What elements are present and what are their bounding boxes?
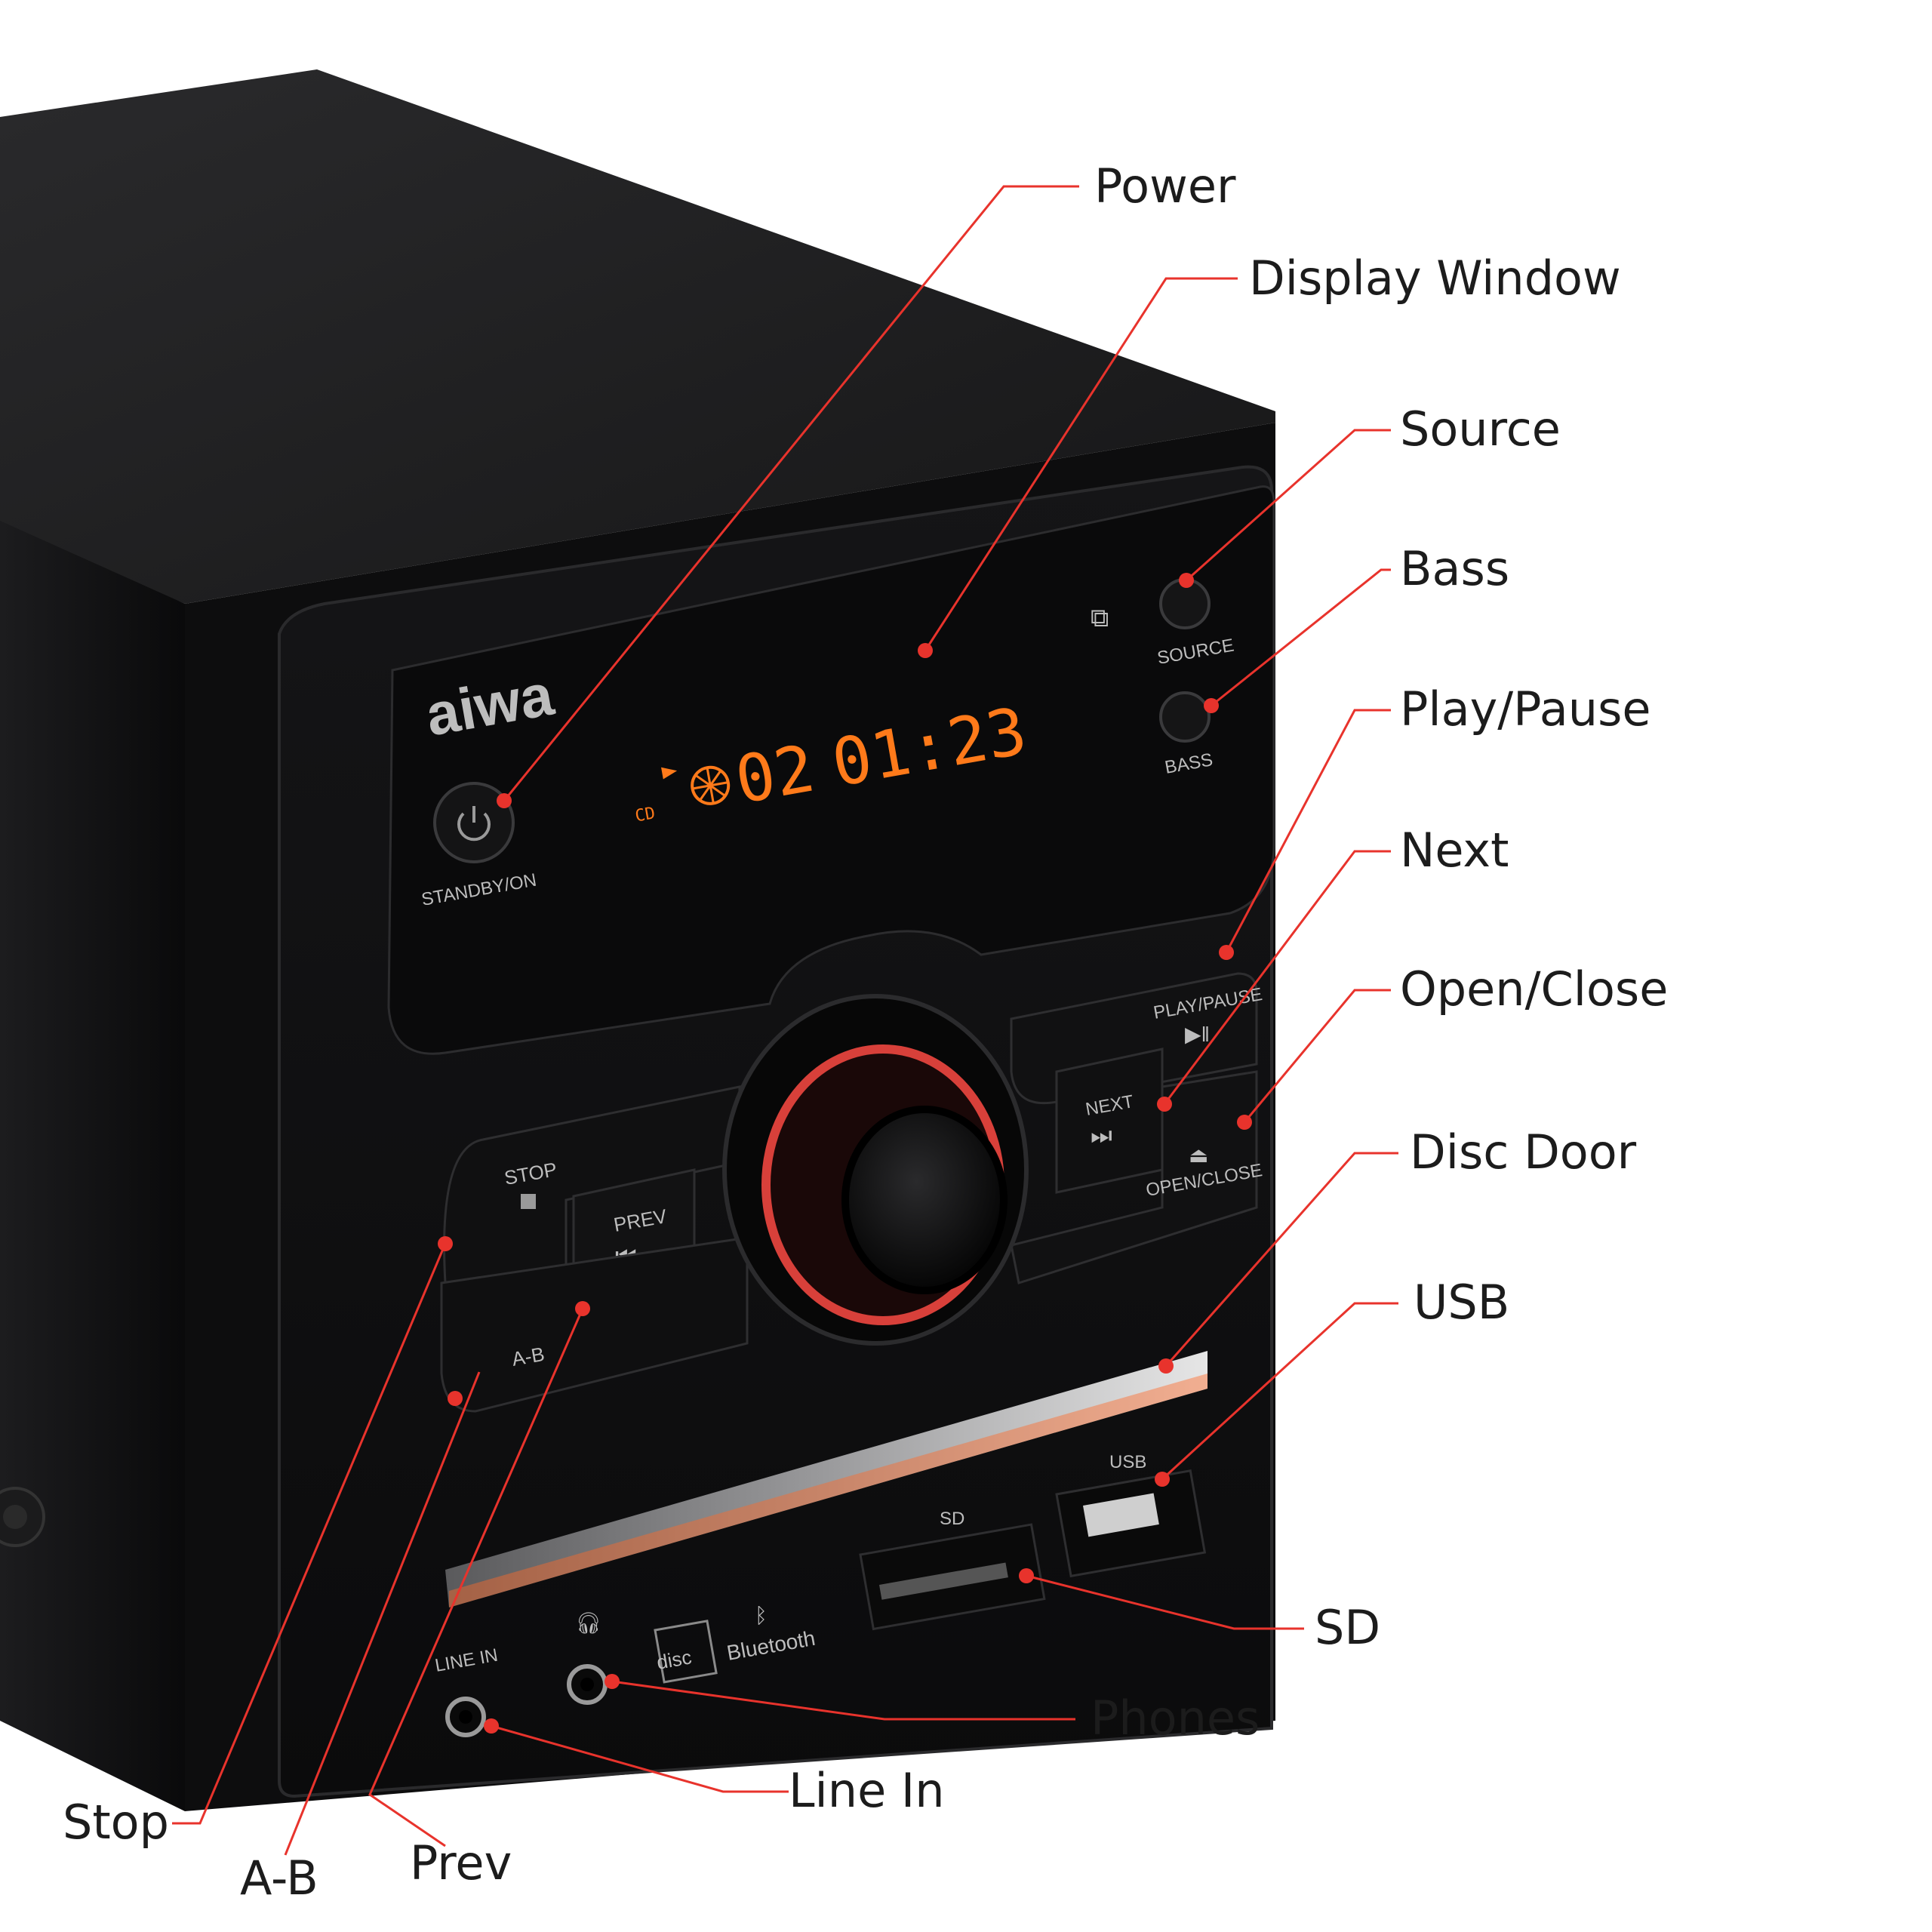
play-indicator-icon [661,767,678,780]
callout-labels: Power Display Window Source Bass Play/Pa… [63,158,1668,1906]
dot-bass [1204,698,1219,713]
callout-play-pause: Play/Pause [1400,681,1651,737]
lcd-source: CD [634,804,657,826]
top-panel [0,69,1275,604]
leader-lines [172,185,1398,1856]
dot-power [497,793,512,808]
eject-icon: ⏏ [1189,1143,1208,1167]
disc-spin-icon [691,765,731,805]
dot-usb [1155,1472,1170,1487]
side-screw-icon [0,1487,45,1547]
leader-bass [1211,568,1391,707]
open-close-button[interactable]: ⏏ OPEN/CLOSE [1010,1070,1264,1284]
line-in-jack[interactable] [445,1697,486,1737]
dot-stop [438,1236,453,1251]
dot-prev [575,1301,590,1316]
leader-next [1163,850,1391,1105]
callout-ab: A-B [240,1850,318,1906]
callout-power: Power [1094,158,1236,214]
callout-phones: Phones [1091,1690,1260,1746]
disc-door[interactable] [445,1351,1208,1607]
leader-display-window [924,277,1238,651]
callout-source: Source [1400,401,1561,457]
callout-sd: SD [1315,1600,1380,1655]
next-icon: ⏭ [1091,1121,1112,1149]
dot-next [1157,1097,1172,1112]
dot-sd [1019,1568,1034,1583]
callout-stop: Stop [63,1795,169,1850]
dot-play-pause [1219,945,1234,960]
callout-bass: Bass [1400,541,1509,596]
side-panel [0,521,185,1811]
leader-ab [284,1371,481,1856]
next-button[interactable]: NEXT ⏭ [1055,1048,1164,1194]
leader-source [1186,429,1391,582]
stereo-unit: aiwa CD 02 01:23 ⧉ STANDBY/ON SOURCE [0,69,1275,1811]
ir-sensor-icon: ⧉ [1091,604,1109,632]
callout-usb: USB [1414,1275,1509,1330]
stop-button[interactable]: STOP [443,1085,741,1284]
volume-knob[interactable] [722,994,1029,1346]
dot-ab [448,1391,463,1406]
dot-display-window [918,643,933,658]
headphone-icon: 🎧︎ [575,1611,602,1635]
callout-line-in: Line In [789,1763,945,1818]
leader-usb [1161,1302,1398,1481]
callout-open-close: Open/Close [1400,961,1668,1017]
leader-stop [172,1243,447,1825]
stop-icon [521,1194,536,1209]
display-panel [387,485,1275,1055]
leader-sd [1026,1574,1304,1630]
dot-disc-door [1158,1358,1174,1374]
sd-slot[interactable] [859,1523,1046,1631]
leader-power [503,185,1079,801]
ab-button[interactable]: A-B [440,1236,749,1413]
power-icon [457,806,491,841]
leader-phones [611,1680,1075,1721]
callout-disc-door: Disc Door [1410,1124,1637,1180]
leader-open-close [1243,989,1391,1123]
bluetooth-icon: ᛒ [755,1604,768,1627]
ab-label: A-B [510,1343,546,1371]
usb-label: USB [1109,1452,1146,1472]
dot-line-in [484,1718,499,1734]
leader-disc-door [1164,1152,1398,1367]
sd-label: SD [940,1509,964,1529]
leader-prev [368,1308,584,1847]
usb-port[interactable] [1055,1469,1207,1578]
leader-play-pause [1225,709,1391,953]
standby-button[interactable] [433,782,515,863]
headphone-jack[interactable] [567,1664,608,1705]
dot-open-close [1237,1115,1252,1130]
bass-button[interactable] [1159,691,1211,743]
leader-line-in [491,1724,789,1793]
play-pause-icon: ▶‖ [1185,1023,1210,1046]
dot-source [1179,573,1194,588]
callout-prev: Prev [410,1835,512,1890]
dot-phones [605,1674,620,1689]
callout-display-window: Display Window [1249,251,1621,306]
callout-next: Next [1400,823,1509,878]
lcd-track: 02 [730,731,820,819]
